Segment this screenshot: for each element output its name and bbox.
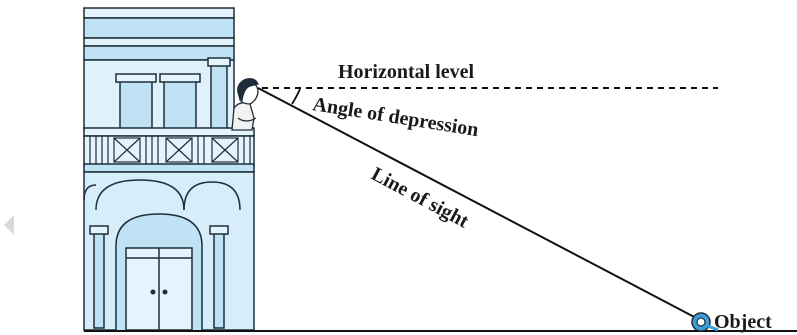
horizontal-level-label: Horizontal level [338, 61, 475, 83]
prev-arrow-icon[interactable] [4, 215, 14, 235]
object-marker [691, 312, 719, 332]
observer-person [231, 78, 259, 131]
door-knobs [150, 289, 168, 295]
object-label: Object [714, 311, 772, 333]
angle-arc [291, 88, 301, 105]
balcony-railing [89, 136, 251, 164]
angle-of-depression-label: Angle of depression [311, 93, 480, 141]
line-of-sight [257, 87, 701, 321]
building [83, 7, 255, 331]
